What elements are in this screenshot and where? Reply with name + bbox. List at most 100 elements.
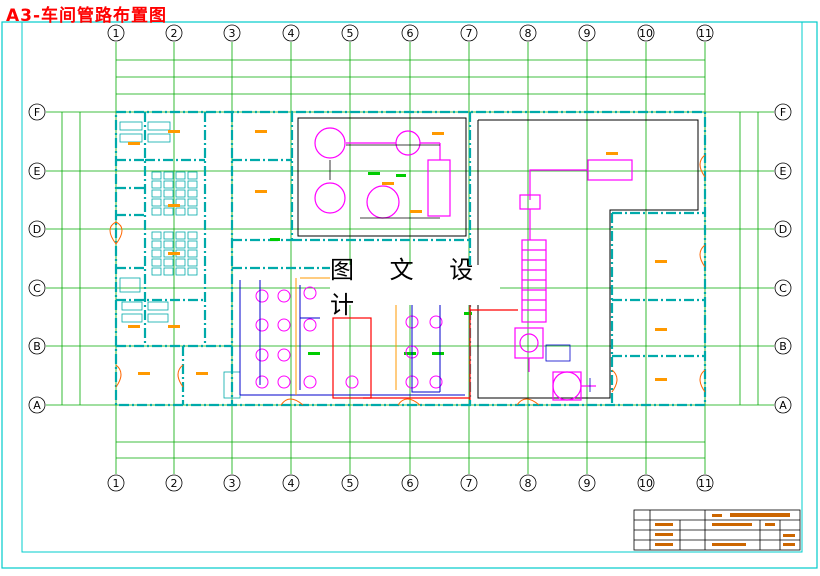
- axis-bubble-col-8: [519, 474, 537, 492]
- axis-label-col-2: 2: [171, 27, 178, 40]
- axis-bubble-row-F: [28, 103, 46, 121]
- axis-label-col-8: 8: [525, 27, 532, 40]
- axis-bubble-col-8: [519, 24, 537, 42]
- room-label-mark: [606, 152, 618, 155]
- bench: [163, 231, 174, 240]
- axis-label-row-B: B: [33, 340, 41, 353]
- room-label-mark: [255, 190, 267, 193]
- room-label-mark: [410, 210, 422, 213]
- bench: [151, 258, 162, 267]
- bench: [175, 258, 186, 267]
- watermark: 图 文 设 计: [330, 256, 500, 319]
- axis-bubble-col-4: [282, 24, 300, 42]
- bench: [163, 258, 174, 267]
- office-furniture: [119, 121, 241, 399]
- bench: [163, 180, 174, 189]
- bench: [187, 231, 198, 240]
- bench: [151, 198, 162, 207]
- bench: [175, 171, 186, 180]
- bench: [163, 267, 174, 276]
- axis-bubble-row-E: [774, 162, 792, 180]
- axis-label-row-E: E: [34, 165, 41, 178]
- red-pipe-frame: [332, 305, 518, 400]
- bench: [151, 240, 162, 249]
- pump-symbol: [277, 375, 291, 389]
- bench: [151, 267, 162, 276]
- axis-label-row-A: A: [779, 399, 787, 412]
- bench: [187, 180, 198, 189]
- bench: [187, 258, 198, 267]
- bench: [175, 180, 186, 189]
- room-label-mark: [138, 372, 150, 375]
- axis-label-col-3: 3: [229, 27, 236, 40]
- pump-symbol: [429, 375, 443, 389]
- axis-label-col-7: 7: [466, 27, 473, 40]
- bench: [163, 189, 174, 198]
- axis-bubble-col-5: [341, 24, 359, 42]
- axis-label-row-F: F: [780, 106, 786, 119]
- axis-label-col-8: 8: [525, 477, 532, 490]
- bench: [151, 231, 162, 240]
- axis-bubble-col-3: [223, 474, 241, 492]
- title-block-marks: [655, 513, 795, 546]
- axis-bubble-col-7: [460, 24, 478, 42]
- bench: [151, 207, 162, 216]
- axis-bubble-col-6: [401, 24, 419, 42]
- axis-bubble-row-A: [28, 396, 46, 414]
- axis-bubble-col-9: [578, 474, 596, 492]
- pump-symbol: [303, 375, 317, 389]
- axis-label-col-1: 1: [113, 27, 120, 40]
- bench: [151, 180, 162, 189]
- bench: [163, 240, 174, 249]
- axis-bubble-col-2: [165, 474, 183, 492]
- axis-label-row-A: A: [33, 399, 41, 412]
- bench: [187, 207, 198, 216]
- pipes-lower: [239, 280, 465, 396]
- axis-bubble-col-10: [637, 24, 655, 42]
- bench: [163, 171, 174, 180]
- axis-bubble-col-11: [696, 474, 714, 492]
- pump-symbol: [277, 318, 291, 332]
- bench: [175, 189, 186, 198]
- bench: [151, 249, 162, 258]
- pump-symbol: [277, 348, 291, 362]
- pump-symbol: [255, 318, 269, 332]
- axis-label-col-10: 10: [639, 27, 653, 40]
- axis-label-row-C: C: [33, 282, 41, 295]
- bench: [175, 267, 186, 276]
- axis-label-row-D: D: [33, 223, 41, 236]
- pipes-upper: [329, 144, 440, 219]
- drawing-title: A3-车间管路布置图: [6, 6, 168, 26]
- bench: [187, 189, 198, 198]
- axis-label-row-E: E: [780, 165, 787, 178]
- dimension-lines-top: [61, 59, 759, 459]
- axis-bubble-row-B: [774, 337, 792, 355]
- bench: [151, 171, 162, 180]
- axis-label-col-6: 6: [407, 477, 414, 490]
- axis-label-col-5: 5: [347, 477, 354, 490]
- room-label-mark: [168, 325, 180, 328]
- axis-label-col-5: 5: [347, 27, 354, 40]
- axis-bubble-col-10: [637, 474, 655, 492]
- axis-label-col-4: 4: [288, 27, 295, 40]
- bench: [187, 267, 198, 276]
- blue-conveyor: [545, 344, 591, 392]
- axis-bubble-col-9: [578, 24, 596, 42]
- axis-bubble-col-2: [165, 24, 183, 42]
- room-label-mark: [168, 130, 180, 133]
- room-label-mark: [655, 328, 667, 331]
- axis-label-col-6: 6: [407, 27, 414, 40]
- room-label-mark: [168, 252, 180, 255]
- axis-bubble-row-A: [774, 396, 792, 414]
- axis-label-col-7: 7: [466, 477, 473, 490]
- axis-bubble-row-D: [28, 220, 46, 238]
- pump-symbol: [303, 318, 317, 332]
- bench: [175, 231, 186, 240]
- pump-symbol: [303, 286, 317, 300]
- axis-bubble-row-C: [774, 279, 792, 297]
- title-block: [633, 509, 801, 551]
- axis-bubble-col-11: [696, 24, 714, 42]
- room-label-mark: [655, 378, 667, 381]
